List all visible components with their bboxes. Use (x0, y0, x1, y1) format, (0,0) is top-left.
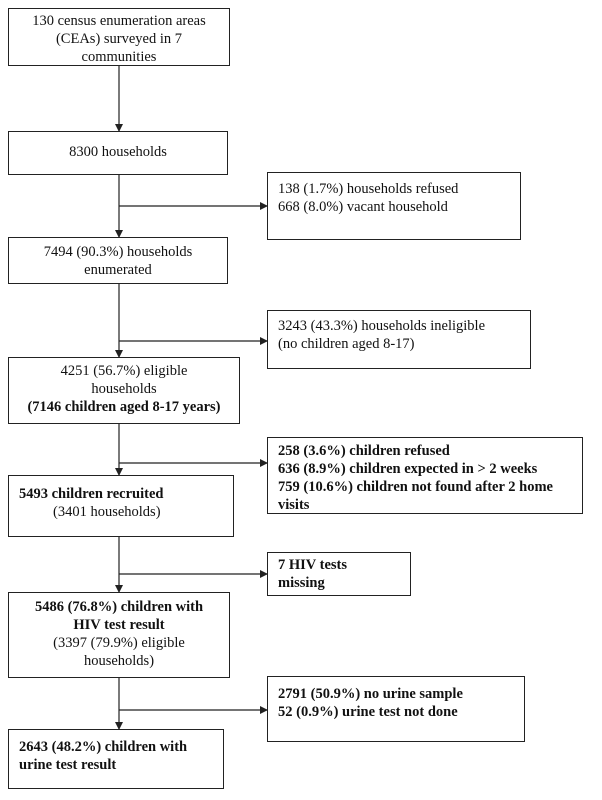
enumerated-line-2: enumerated (84, 262, 152, 278)
exclusion-3-line-1: 258 (3.6%) children refused (278, 443, 450, 459)
urine-result-line-2: urine test result (19, 757, 117, 773)
hiv-result-line-3: (3397 (79.9%) eligible (53, 635, 185, 651)
hiv-result-line-2: HIV test result (73, 617, 165, 633)
exclusion-1-line-2: 668 (8.0%) vacant household (278, 199, 448, 215)
exclusion-1-box: 138 (1.7%) households refused 668 (8.0%)… (267, 172, 521, 240)
exclusion-3-line-2: 636 (8.9%) children expected in > 2 week… (278, 461, 538, 477)
enumerated-box: 7494 (90.3%) households enumerated (8, 237, 228, 284)
exclusion-1-line-1: 138 (1.7%) households refused (278, 181, 459, 197)
eligible-line-2: households (91, 381, 157, 397)
ceas-line-3: communities (81, 49, 157, 65)
households-box: 8300 households (8, 131, 228, 175)
households-line-1: 8300 households (69, 144, 167, 160)
exclusion-4-box: 7 HIV tests missing (267, 552, 411, 596)
hiv-result-line-4: households) (83, 653, 155, 669)
exclusion-4-line-2: missing (278, 575, 325, 591)
urine-result-line-1: 2643 (48.2%) children with (19, 739, 188, 755)
exclusion-3-box: 258 (3.6%) children refused 636 (8.9%) c… (267, 437, 583, 514)
exclusion-5-line-1: 2791 (50.9%) no urine sample (278, 686, 463, 702)
ceas-box: 130 census enumeration areas (CEAs) surv… (8, 8, 230, 66)
eligible-line-3: (7146 children aged 8-17 years) (27, 399, 221, 415)
exclusion-2-line-1: 3243 (43.3%) households ineligible (278, 318, 486, 334)
eligible-box: 4251 (56.7%) eligible households (7146 c… (8, 357, 240, 424)
exclusion-3-line-4: visits (278, 497, 310, 513)
eligible-line-1: 4251 (56.7%) eligible (60, 363, 188, 379)
exclusion-5-line-2: 52 (0.9%) urine test not done (278, 704, 458, 720)
recruited-line-2: (3401 households) (53, 504, 161, 520)
hiv-result-box: 5486 (76.8%) children with HIV test resu… (8, 592, 230, 678)
ceas-line-1: 130 census enumeration areas (32, 13, 206, 29)
exclusion-2-box: 3243 (43.3%) households ineligible (no c… (267, 310, 531, 369)
recruited-line-1: 5493 children recruited (19, 486, 164, 502)
hiv-result-line-1: 5486 (76.8%) children with (34, 599, 204, 615)
exclusion-3-line-3: 759 (10.6%) children not found after 2 h… (278, 479, 553, 495)
exclusion-4-line-1: 7 HIV tests (278, 557, 348, 573)
enumerated-line-1: 7494 (90.3%) households (43, 244, 193, 260)
recruited-box: 5493 children recruited (3401 households… (8, 475, 234, 537)
ceas-line-2: (CEAs) surveyed in 7 (55, 31, 183, 47)
exclusion-2-line-2: (no children aged 8-17) (278, 336, 415, 352)
exclusion-5-box: 2791 (50.9%) no urine sample 52 (0.9%) u… (267, 676, 525, 742)
urine-result-box: 2643 (48.2%) children with urine test re… (8, 729, 224, 789)
